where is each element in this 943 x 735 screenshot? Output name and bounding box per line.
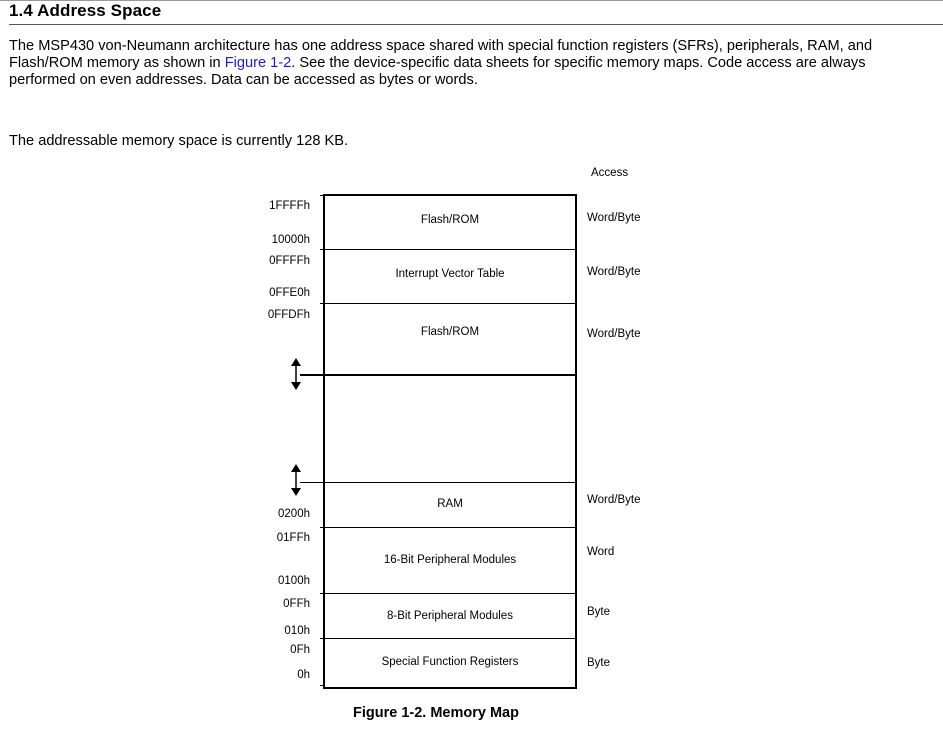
heading-rule	[9, 24, 943, 25]
access-sfr: Byte	[587, 657, 611, 669]
memory-map-box	[323, 194, 577, 689]
address-01FF: 01FFh	[276, 532, 310, 544]
access-16bit-peripherals: Word	[587, 546, 615, 558]
access-header: Access	[591, 167, 629, 179]
up-down-arrow-icon	[291, 464, 301, 496]
intro-text-end: . See the device-specific data sheets fo…	[9, 55, 866, 88]
divider-flash-ivt	[320, 249, 575, 250]
region-interrupt-vector-table: Interrupt Vector Table	[395, 268, 505, 280]
divider-flash-gap	[300, 374, 575, 376]
address-0200: 0200h	[278, 508, 310, 520]
region-flash-high: Flash/ROM	[420, 214, 480, 226]
divider-ram-periph16	[320, 527, 575, 528]
access-ram: Word/Byte	[587, 494, 641, 506]
figure-caption: Figure 1-2. Memory Map	[353, 705, 519, 721]
region-ram: RAM	[437, 498, 463, 510]
divider-gap-ram	[300, 482, 575, 483]
address-0F: 0Fh	[290, 644, 310, 656]
region-flash-low: Flash/ROM	[420, 326, 480, 338]
tick-top	[320, 195, 325, 196]
address-0100: 0100h	[278, 575, 310, 587]
top-border	[0, 0, 943, 1]
section-heading: 1.4 Address Space	[9, 1, 162, 20]
address-0FFFF: 0FFFFh	[269, 255, 310, 267]
access-8bit-peripherals: Byte	[587, 606, 611, 618]
region-special-function-registers: Special Function Registers	[381, 656, 519, 668]
address-1FFFF: 1FFFFh	[269, 200, 310, 212]
access-ivt: Word/Byte	[587, 266, 641, 278]
region-16bit-peripherals: 16-Bit Peripheral Modules	[383, 554, 517, 566]
address-0FFE0: 0FFE0h	[269, 287, 310, 299]
up-down-arrow-icon	[291, 358, 301, 390]
divider-periph16-periph8	[320, 593, 575, 594]
address-0FF: 0FFh	[283, 598, 310, 610]
divider-ivt-flash	[320, 303, 575, 304]
memory-size-paragraph: The addressable memory space is currentl…	[9, 133, 349, 149]
region-8bit-peripherals: 8-Bit Peripheral Modules	[387, 610, 513, 622]
address-10000: 10000h	[271, 234, 310, 246]
divider-periph8-sfr	[320, 638, 575, 639]
figure-link[interactable]: Figure 1-2	[224, 55, 292, 71]
intro-text-start: The MSP430 von-Neumann architecture has …	[9, 38, 873, 71]
access-flash-low: Word/Byte	[587, 328, 641, 340]
access-flash-high: Word/Byte	[587, 212, 641, 224]
intro-paragraph: The MSP430 von-Neumann architecture has …	[9, 38, 909, 89]
address-0FFDF: 0FFDFh	[267, 309, 310, 321]
tick-bottom	[320, 685, 325, 686]
address-0: 0h	[297, 669, 310, 681]
address-010: 010h	[284, 625, 310, 637]
